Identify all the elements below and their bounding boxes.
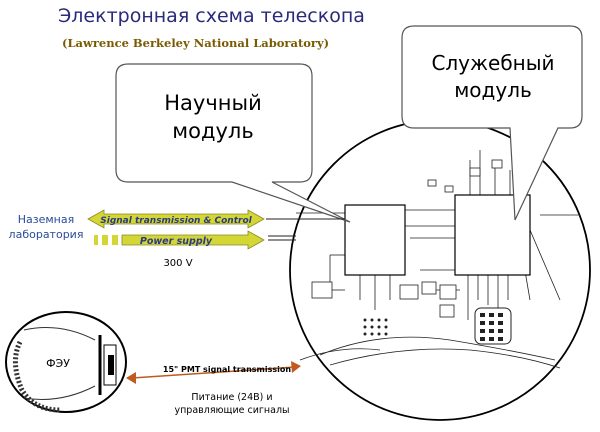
signal-control-arrow: Signal transmission & Control [87,209,265,229]
connector-grid [363,318,388,336]
pmt-transmission-label: 15" PMT signal transmission [163,365,291,374]
science-module-box [344,204,406,276]
science-callout-bubble [115,63,351,223]
pmt-power-line2: управляющие сигналы [174,405,289,416]
diagram-subtitle: (Lawrence Berkeley National Laboratory) [62,36,329,50]
pmt-label: ФЭУ [46,357,70,370]
power-supply-arrow: Power supply [94,230,265,250]
ground-lab-line1: Наземная [18,213,74,226]
voltage-label: 300 V [163,258,192,269]
small-components [311,149,531,318]
service-callout-line2: модуль [454,78,532,102]
link-lines [266,218,345,241]
service-callout-line1: Служебный [431,51,554,75]
science-callout-line1: Научный [164,91,261,115]
ground-lab-line2: лаборатория [9,228,84,241]
pmt-power-line1: Питание (24В) и [191,392,272,403]
pmt-transmission-arrow [126,361,301,384]
power-supply-label: Power supply [140,236,213,247]
service-callout-bubble [401,25,583,221]
science-callout-line2: модуль [172,119,253,143]
pmt-assembly [5,311,127,413]
signal-control-label: Signal transmission & Control [100,216,252,226]
diagram-title: Электронная схема телескопа [58,5,365,27]
keypad [474,307,512,345]
